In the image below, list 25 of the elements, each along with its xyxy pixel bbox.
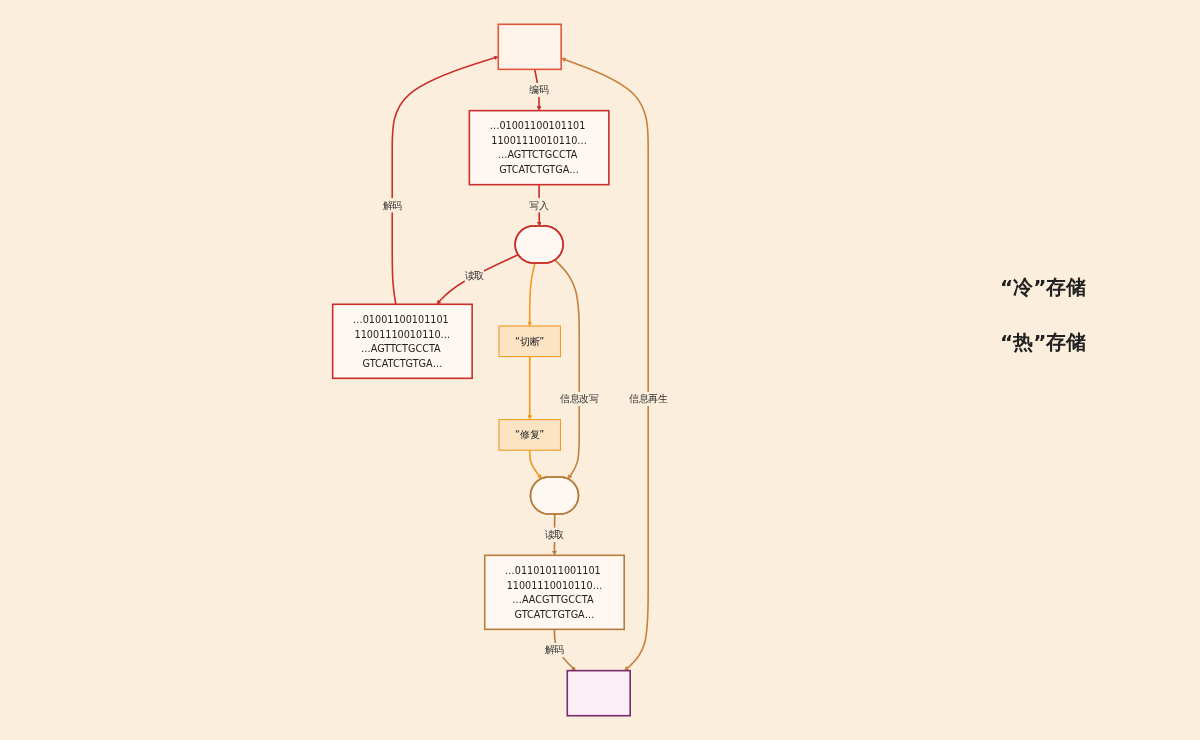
arrow (436, 253, 519, 305)
arrow (554, 259, 580, 480)
edge-label: 读取 (464, 269, 484, 281)
arrow (527, 355, 532, 420)
arrow (391, 55, 499, 306)
edge-label: 解码 (544, 644, 565, 656)
edge-label: 读取 (544, 529, 565, 541)
node-box: “切断” (498, 325, 561, 358)
edge-label: 编码 (529, 84, 549, 96)
node-box (497, 23, 562, 71)
arrow (536, 183, 542, 227)
storage-label: “冷”存储 (1000, 274, 1087, 301)
node-box: …01001100101101 11001110010110… …AGTTCTGCCTA GTCATCTGTGA… (331, 303, 473, 380)
node-box (566, 669, 631, 717)
edge-label: 信息再生 (628, 393, 668, 405)
storage-label: “热”存储 (1000, 329, 1087, 356)
arrow (528, 449, 542, 480)
node-box: “修复” (498, 419, 561, 451)
arrow (561, 57, 649, 671)
arrow (527, 262, 536, 327)
edge-label: 解码 (382, 199, 402, 211)
node-box: …01001100101101 11001110010110… …AGTTCTGCCTA GTCATCTGTGA… (468, 109, 610, 186)
edge-label: 信息改写 (559, 393, 599, 405)
node-box: …01101011001101 11001110010110… …AACGTTGCCTA GTCATCTGTGA… (483, 554, 625, 631)
edge-label: 写入 (529, 199, 549, 211)
